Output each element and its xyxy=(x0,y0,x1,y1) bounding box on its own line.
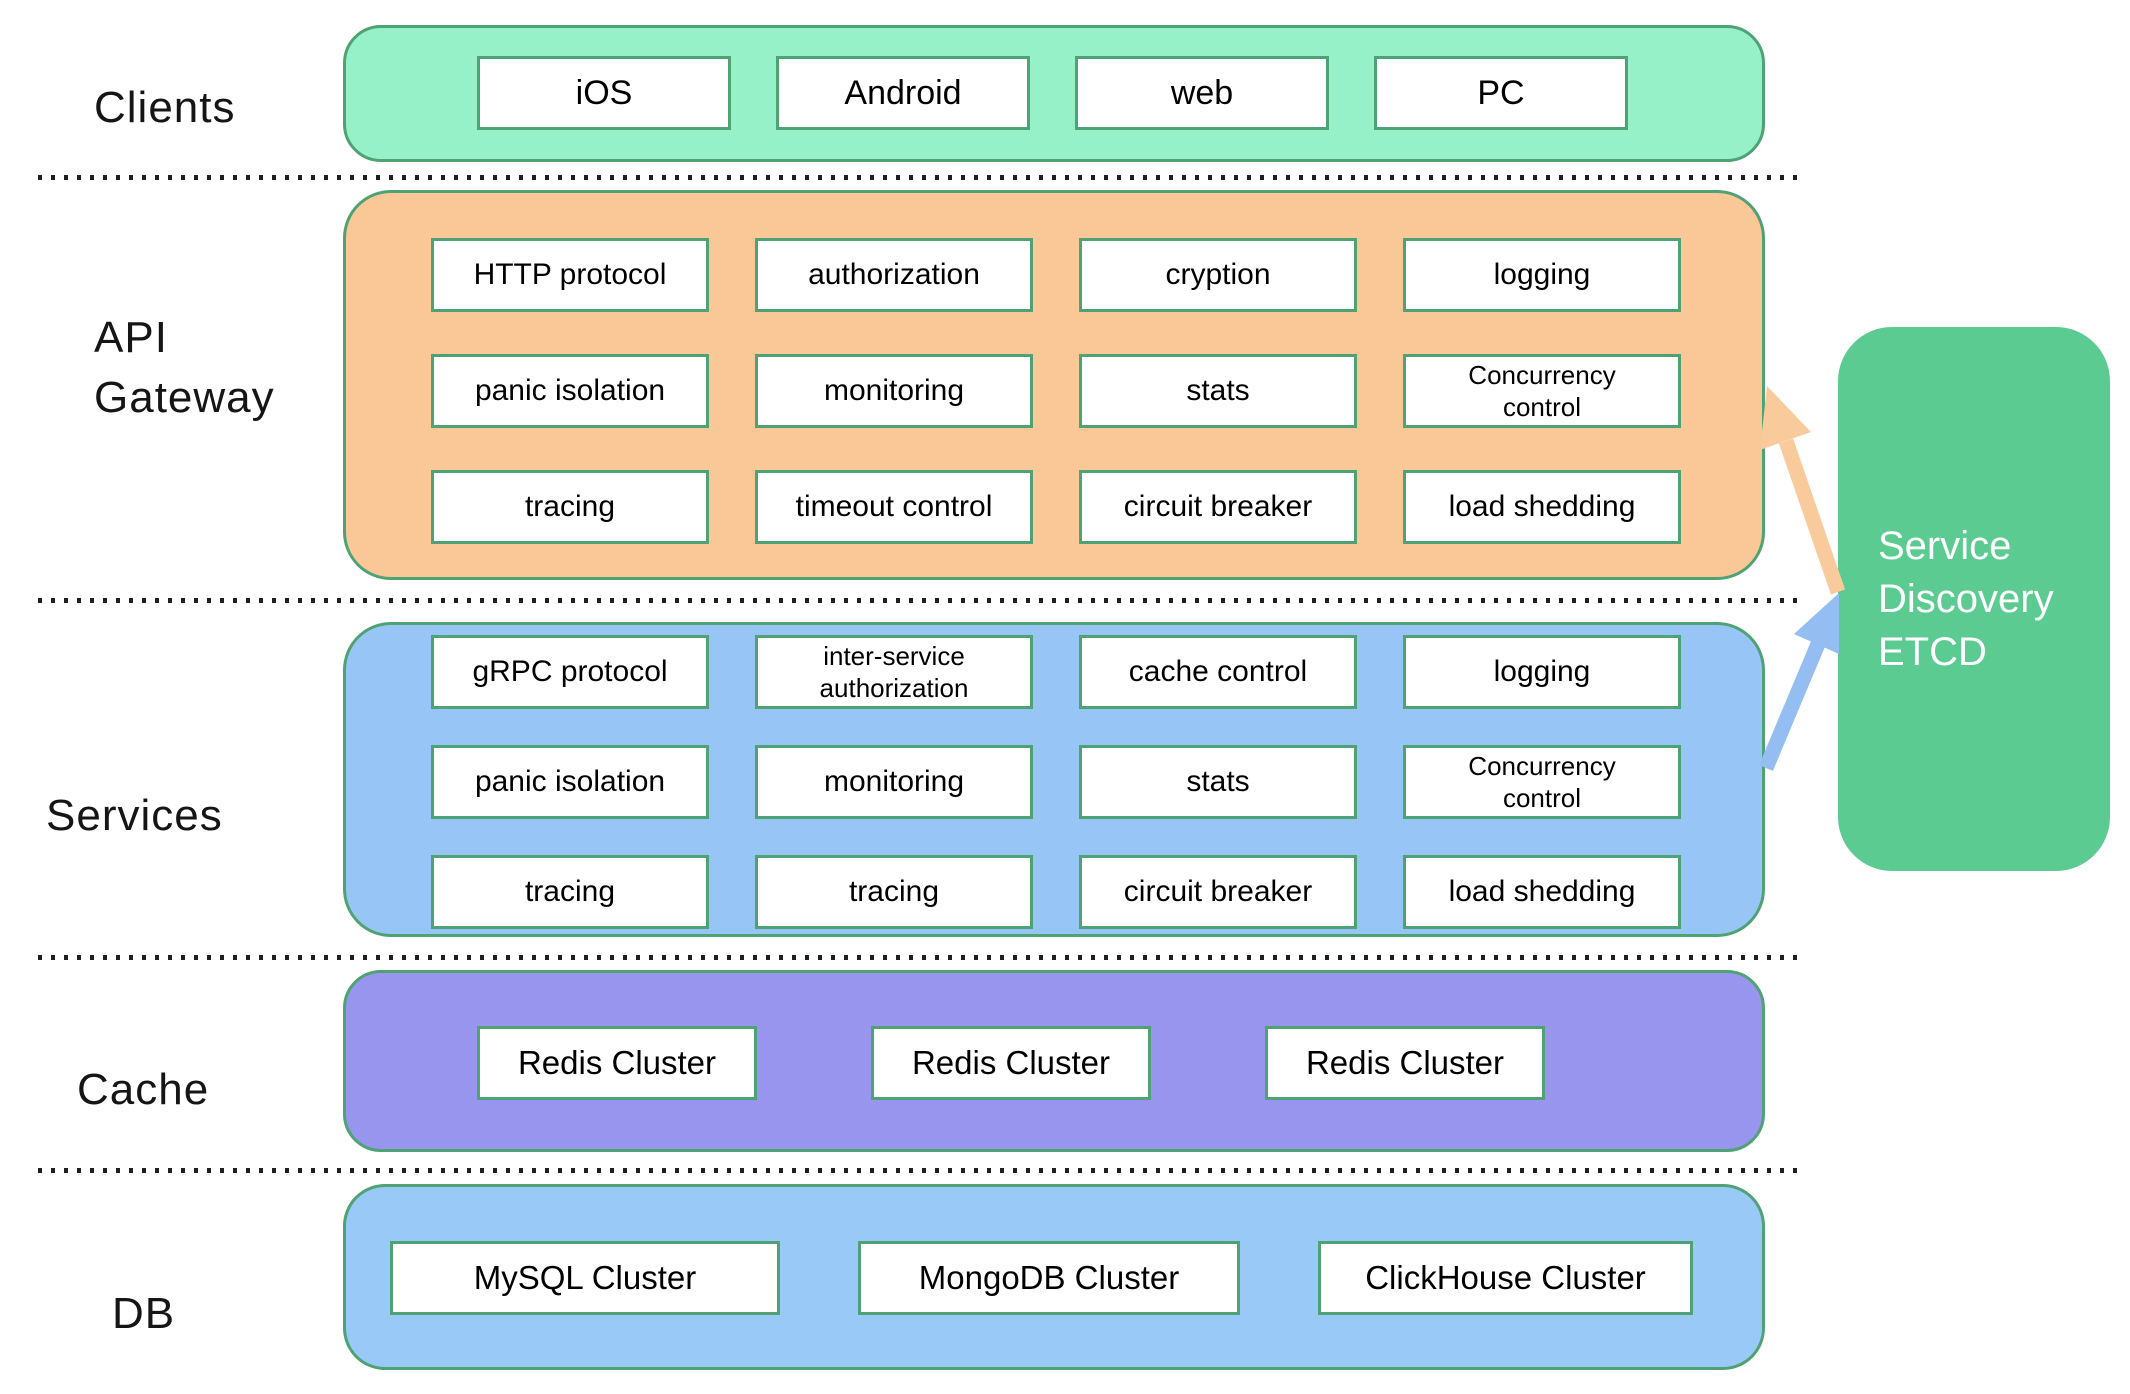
label-db: DB xyxy=(112,1289,176,1338)
api-item-cryption: cryption xyxy=(1079,238,1357,312)
api-item-tracing: tracing xyxy=(431,470,709,544)
separator-cache-db xyxy=(38,1168,1800,1173)
service-discovery-label: Service Discovery ETCD xyxy=(1878,523,2054,674)
svc-item-tracing-2: tracing xyxy=(755,855,1033,929)
api-item-http-protocol: HTTP protocol xyxy=(431,238,709,312)
svc-item-monitoring: monitoring xyxy=(755,745,1033,819)
svc-item-inter-service-authorization: inter-service authorization xyxy=(755,635,1033,709)
service-discovery-box: Service Discovery ETCD xyxy=(1838,327,2110,871)
api-item-panic-isolation: panic isolation xyxy=(431,354,709,428)
api-gateway-layer-box: HTTP protocol authorization cryption log… xyxy=(343,190,1765,580)
svc-item-circuit-breaker: circuit breaker xyxy=(1079,855,1357,929)
label-services: Services xyxy=(46,791,223,840)
svc-item-stats: stats xyxy=(1079,745,1357,819)
api-item-authorization: authorization xyxy=(755,238,1033,312)
api-item-timeout-control: timeout control xyxy=(755,470,1033,544)
clients-item-web: web xyxy=(1075,56,1329,130)
api-item-logging: logging xyxy=(1403,238,1681,312)
db-item-mongodb-cluster: MongoDB Cluster xyxy=(858,1241,1240,1315)
separator-services-cache xyxy=(38,955,1800,960)
db-layer-box: MySQL Cluster MongoDB Cluster ClickHouse… xyxy=(343,1184,1765,1370)
separator-clients-api xyxy=(38,175,1800,180)
svc-item-panic-isolation: panic isolation xyxy=(431,745,709,819)
svc-item-load-shedding: load shedding xyxy=(1403,855,1681,929)
svc-item-grpc-protocol: gRPC protocol xyxy=(431,635,709,709)
db-item-mysql-cluster: MySQL Cluster xyxy=(390,1241,780,1315)
arrow-services-discovery xyxy=(1759,593,1839,771)
services-layer-box: gRPC protocol inter-service authorizatio… xyxy=(343,622,1765,937)
api-item-concurrency-control: Concurrency control xyxy=(1403,354,1681,428)
cache-item-redis-3: Redis Cluster xyxy=(1265,1026,1545,1100)
svc-item-cache-control: cache control xyxy=(1079,635,1357,709)
db-item-clickhouse-cluster: ClickHouse Cluster xyxy=(1318,1241,1693,1315)
clients-item-pc: PC xyxy=(1374,56,1628,130)
cache-layer-box: Redis Cluster Redis Cluster Redis Cluste… xyxy=(343,970,1765,1152)
api-item-load-shedding: load shedding xyxy=(1403,470,1681,544)
label-cache: Cache xyxy=(77,1065,210,1114)
api-item-monitoring: monitoring xyxy=(755,354,1033,428)
separator-api-services xyxy=(38,598,1800,603)
label-clients: Clients xyxy=(94,83,236,132)
svc-item-logging: logging xyxy=(1403,635,1681,709)
api-item-circuit-breaker: circuit breaker xyxy=(1079,470,1357,544)
api-item-stats: stats xyxy=(1079,354,1357,428)
clients-item-android: Android xyxy=(776,56,1030,130)
clients-layer-box: iOS Android web PC xyxy=(343,25,1765,162)
label-api-gateway: API Gateway xyxy=(94,313,275,422)
clients-item-ios: iOS xyxy=(477,56,731,130)
svc-item-concurrency-control: Concurrency control xyxy=(1403,745,1681,819)
svc-item-tracing-1: tracing xyxy=(431,855,709,929)
arrow-discovery-api-gateway xyxy=(1760,386,1846,595)
cache-item-redis-2: Redis Cluster xyxy=(871,1026,1151,1100)
cache-item-redis-1: Redis Cluster xyxy=(477,1026,757,1100)
